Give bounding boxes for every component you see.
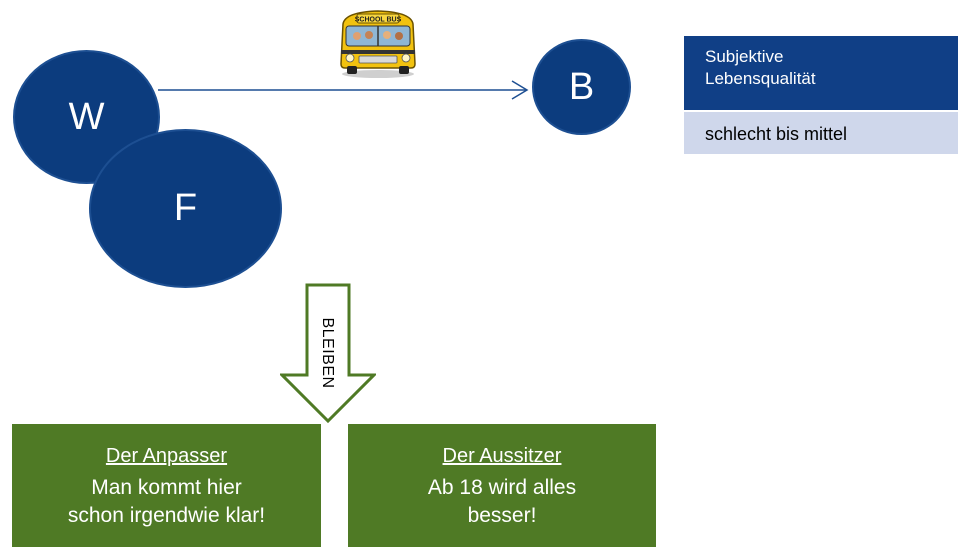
node-w-label: W	[68, 95, 105, 138]
type-box-anpasser: Der Anpasser Man kommt hier schon irgend…	[12, 424, 321, 547]
type-text-line2: besser!	[467, 504, 537, 527]
node-b-label: B	[568, 65, 595, 108]
quality-header-line1: Subjektive	[705, 47, 784, 66]
down-arrow	[280, 283, 376, 424]
node-f-label: F	[173, 187, 198, 229]
quality-table-header: Subjektive Lebensqualität	[684, 36, 958, 110]
node-w: W	[13, 50, 160, 184]
type-text-line1: Man kommt hier	[91, 476, 242, 499]
quality-table: Subjektive Lebensqualität schlecht bis m…	[684, 36, 958, 154]
type-text-line2: schon irgendwie klar!	[67, 504, 266, 527]
bus-sign: SCHOOL BUS	[355, 17, 402, 24]
node-b: B	[532, 39, 631, 135]
type-text-line1: Ab 18 wird alles	[427, 476, 577, 499]
quality-table-value: schlecht bis mittel	[684, 110, 958, 154]
type-title: Der Anpasser	[105, 445, 228, 467]
type-title: Der Aussitzer	[442, 445, 562, 467]
type-box-aussitzer: Der Aussitzer Ab 18 wird alles besser!	[348, 424, 656, 547]
school-bus-icon: SCHOOL BUS	[340, 10, 416, 78]
node-f: F	[89, 129, 282, 288]
quality-header-line2: Lebensqualität	[705, 69, 816, 88]
arrow-label: BLEIBEN	[319, 317, 336, 389]
